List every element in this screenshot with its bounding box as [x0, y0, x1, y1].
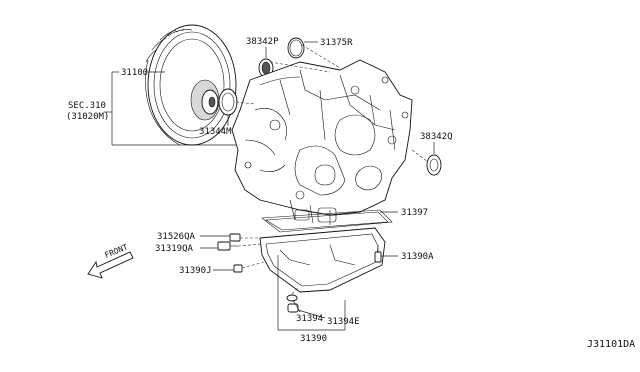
oil-seal-38342q[interactable] — [426, 154, 442, 176]
washer-31394[interactable] — [286, 294, 298, 302]
label-31390: 31390 — [300, 334, 327, 344]
label-31344m: 31344M — [199, 127, 232, 137]
label-31394: 31394 — [296, 314, 323, 324]
diagram-id: J31101DA — [587, 339, 635, 350]
oil-pan-gasket-31397[interactable] — [261, 209, 393, 233]
torque-converter[interactable] — [145, 24, 237, 146]
drain-plug-31394e[interactable] — [287, 303, 299, 313]
front-direction-arrow: FRONT — [87, 242, 134, 279]
label-31526qa: 31526QA — [157, 232, 196, 242]
leader-lines — [104, 41, 435, 331]
label-31100: 31100 — [121, 68, 148, 78]
plug-31526qa[interactable] — [229, 233, 241, 242]
oil-seal-31344m[interactable] — [218, 88, 238, 116]
label-38342p: 38342P — [246, 37, 279, 47]
oil-pan-31390[interactable] — [259, 227, 386, 293]
bolt-31390a[interactable] — [374, 245, 382, 263]
guide-lines — [235, 44, 429, 295]
plug-31319qa[interactable] — [217, 241, 238, 251]
label-sec-sub: (31020M) — [66, 112, 109, 122]
transmission-case — [231, 59, 413, 225]
bolt-31390j[interactable] — [233, 264, 243, 273]
label-31394e: 31394E — [327, 317, 360, 327]
label-31390j: 31390J — [179, 266, 212, 276]
label-sec-310: SEC.310 — [68, 101, 106, 111]
o-ring-31375r[interactable] — [287, 37, 305, 59]
label-38342q: 38342Q — [420, 132, 453, 142]
label-31375r: 31375R — [320, 38, 353, 48]
label-31397: 31397 — [401, 208, 428, 218]
label-31319qa: 31319QA — [155, 244, 194, 254]
label-31390a: 31390A — [401, 252, 434, 262]
